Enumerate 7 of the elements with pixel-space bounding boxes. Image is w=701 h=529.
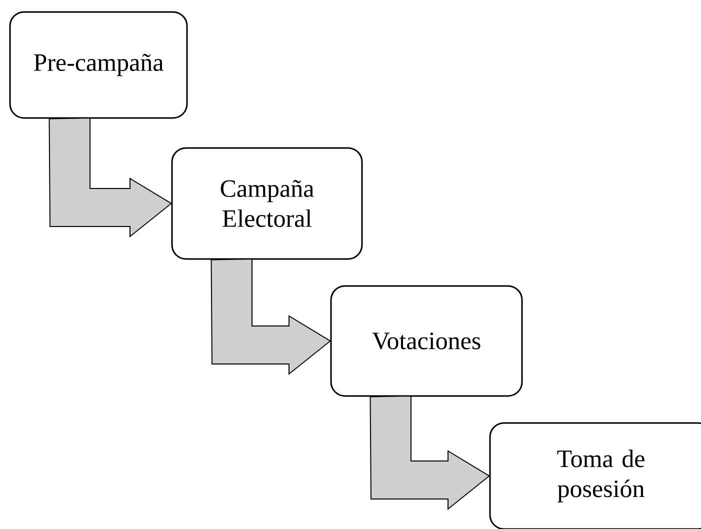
process-box: Campaña Electoral — [171, 147, 363, 260]
bent-arrow — [370, 395, 490, 510]
process-box: Pre-campaña — [9, 11, 188, 119]
bent-arrow — [210, 258, 332, 376]
process-box: Toma de posesión — [489, 422, 701, 529]
process-box: Votaciones — [330, 285, 523, 397]
bent-arrow — [48, 117, 172, 238]
